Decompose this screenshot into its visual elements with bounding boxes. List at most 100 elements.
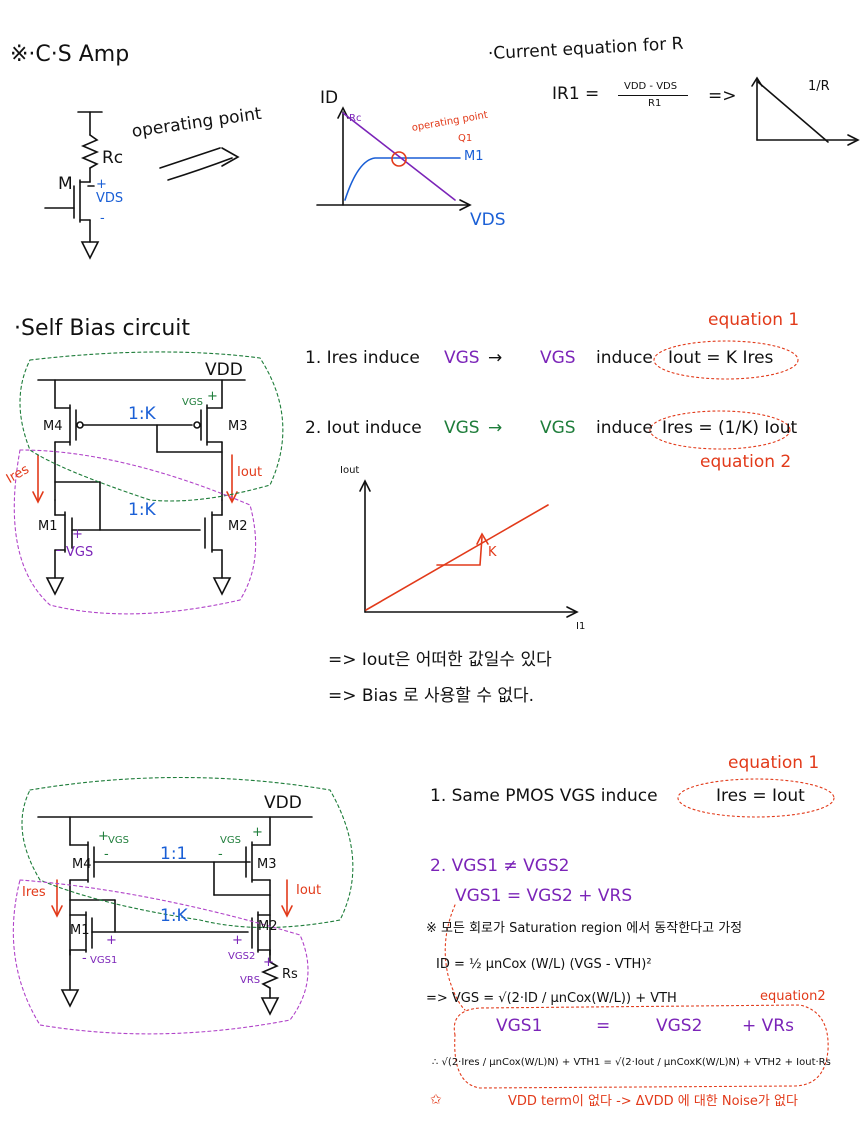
current-eq-bar (618, 95, 688, 96)
s3-vdd: VDD (264, 793, 302, 813)
self-bias-title: ·Self Bias circuit (14, 316, 191, 341)
s2-graph-slope: K (488, 545, 497, 560)
improved-bias-circuit (37, 816, 313, 1016)
self-bias-clouds (13, 351, 284, 615)
s3-m1: M1 (70, 923, 90, 938)
graph-m-label: M1 (464, 149, 484, 164)
vds-label: VDS (96, 191, 124, 206)
s3-ires: Ires (22, 885, 46, 900)
s3-vrs-plus: + (263, 955, 274, 970)
s2-line1-result: Iout = K Ires (668, 348, 774, 368)
current-eq-graph (751, 76, 860, 146)
s3-vgs2: VGS2 (228, 951, 256, 962)
s3-big-b: VGS2 (656, 1016, 703, 1036)
current-eq-den: R1 (648, 98, 662, 109)
s3-conclusion: VDD term이 없다 -> ΔVDD 에 대한 Noise가 없다 (508, 1094, 798, 1109)
s3-ratio-bottom: 1:K (160, 906, 188, 926)
eq-boxes-3 (444, 778, 835, 1089)
s3-eq2-label: equation2 (760, 989, 826, 1004)
s2-line1-vgs1: VGS (444, 348, 480, 368)
s3-assume: ※ 모든 회로가 Saturation region 에서 동작한다고 가정 (426, 921, 743, 936)
s3-vgs-tr-minus: - (218, 847, 223, 862)
current-eq-arrow: => (708, 86, 737, 106)
vds-minus: - (100, 211, 105, 226)
s2-line2-prefix: 2. Iout induce (305, 418, 422, 438)
s2-line1-mid: induce (596, 348, 653, 368)
s3-vgs-tl: VGS (108, 835, 129, 846)
s3-id-eq: ID = ½ μnCox (W/L) (VGS - VTH)² (436, 957, 652, 972)
s3-m2: M2 (258, 919, 278, 934)
s3-vgs1-minus: - (82, 951, 87, 966)
s2-m3: M3 (228, 419, 248, 434)
s2-vgs-top: VGS (182, 397, 203, 408)
s2-eq1-label: equation 1 (708, 310, 800, 330)
s3-vgs1: VGS1 (90, 955, 118, 966)
s3-line1: 1. Same PMOS VGS induce (430, 786, 658, 806)
s3-vgs1-plus: + (106, 933, 117, 948)
s2-graph-y: Iout (340, 465, 360, 476)
s2-eq2-label: equation 2 (700, 452, 792, 472)
s2-vgs-bottom-plus: + (72, 527, 83, 542)
graph-rc-label: Rc (349, 113, 362, 124)
rc-label: Rc (102, 148, 124, 168)
s2-vgs-bottom-minus: - (56, 543, 61, 558)
s3-vgs-tl-minus: - (104, 847, 109, 862)
graph-id-label: ID (320, 88, 339, 108)
s3-vrs: VRS (240, 975, 261, 986)
s3-ratio-top: 1:1 (160, 844, 188, 864)
s2-m1: M1 (38, 519, 58, 534)
s2-note1: => Iout은 어떠한 값일수 있다 (328, 650, 552, 670)
s2-vgs-top-plus: + (207, 389, 218, 404)
current-eq-num: VDD - VDS (624, 81, 678, 92)
s2-vdd: VDD (205, 360, 243, 380)
eq-boxes-2 (649, 340, 799, 450)
s3-vgs-tr-plus: + (252, 825, 263, 840)
s3-vgs-eq: => VGS = √(2·ID / μnCox(W/L)) + VTH (426, 991, 677, 1006)
operating-point-arrow (159, 147, 240, 181)
s3-eq1-label: equation 1 (728, 753, 820, 773)
s3-vgs-tr: VGS (220, 835, 241, 846)
s3-vgs2-plus: + (232, 933, 243, 948)
s2-iout: Iout (237, 465, 263, 480)
s3-m3: M3 (257, 857, 277, 872)
s3-line2a: 2. VGS1 ≠ VGS2 (430, 856, 570, 876)
s2-m4: M4 (43, 419, 63, 434)
graph-vds-label: VDS (470, 210, 506, 230)
slope-label: 1/R (808, 79, 830, 94)
s3-big-plus: + VRs (742, 1016, 794, 1036)
vds-plus: + (96, 177, 107, 192)
s2-ratio-bottom: 1:K (128, 500, 156, 520)
s3-big-bottom: ∴ √(2·Ires / μnCox(W/L)N) + VTH1 = √(2·I… (432, 1057, 831, 1068)
s2-m2: M2 (228, 519, 248, 534)
self-bias-circuit (32, 379, 246, 596)
s2-line2-result: Ires = (1/K) Iout (662, 418, 798, 438)
graph-q-label: Q1 (458, 133, 473, 144)
s2-line1-prefix: 1. Ires induce (305, 348, 420, 368)
s2-note2: => Bias 로 사용할 수 없다. (328, 686, 535, 706)
s2-ratio-top: 1:K (128, 404, 156, 424)
s3-big-a: VGS1 (496, 1016, 543, 1036)
s3-iout: Iout (296, 883, 322, 898)
s3-line2b: VGS1 = VGS2 + VRS (455, 886, 633, 906)
s2-vgs-bottom: VGS (66, 545, 94, 560)
s3-big-eq: = (596, 1016, 611, 1036)
s3-star-icon: ✩ (430, 1092, 442, 1108)
m-label: M (58, 174, 73, 194)
id-vds-graph (316, 106, 472, 211)
s2-line2-vgs1: VGS (444, 418, 480, 438)
s3-vgs-tl-plus: + (98, 829, 109, 844)
s3-m4: M4 (72, 857, 92, 872)
cs-amp-circuit (44, 111, 103, 260)
improved-bias-clouds (12, 776, 354, 1035)
s2-line1-vgs2: VGS (540, 348, 576, 368)
s2-line2-vgs2: VGS (540, 418, 576, 438)
s3-line1-box: Ires = Iout (716, 786, 805, 806)
s3-rs: Rs (282, 967, 298, 982)
cs-amp-title: ※·C·S Amp (10, 42, 130, 67)
s2-graph-x: I1 (576, 621, 586, 632)
iout-ires-graph (359, 479, 579, 618)
current-eq-lhs: IR1 = (552, 84, 600, 104)
s2-line1-arrow: → (488, 348, 503, 368)
s2-line2-mid: induce (596, 418, 653, 438)
